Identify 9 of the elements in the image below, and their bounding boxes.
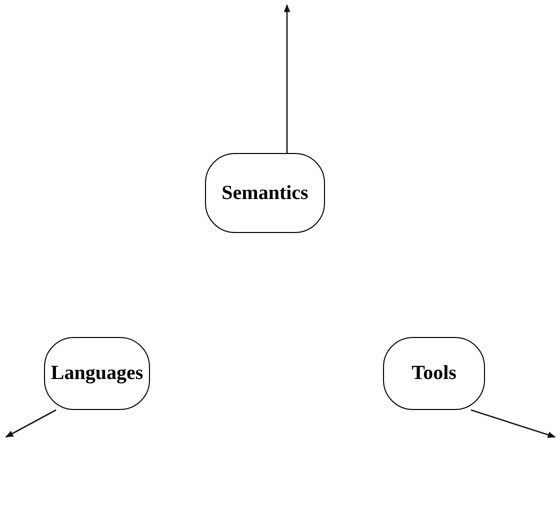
arrow <box>470 409 556 438</box>
node-label: Languages <box>50 361 144 386</box>
node-label: Tools <box>412 361 456 386</box>
arrow <box>5 409 56 438</box>
rounded-box <box>44 337 150 410</box>
arrow <box>284 4 290 153</box>
rounded-box <box>205 153 325 233</box>
node-label: Semantics <box>222 180 308 206</box>
rounded-box <box>383 337 485 410</box>
